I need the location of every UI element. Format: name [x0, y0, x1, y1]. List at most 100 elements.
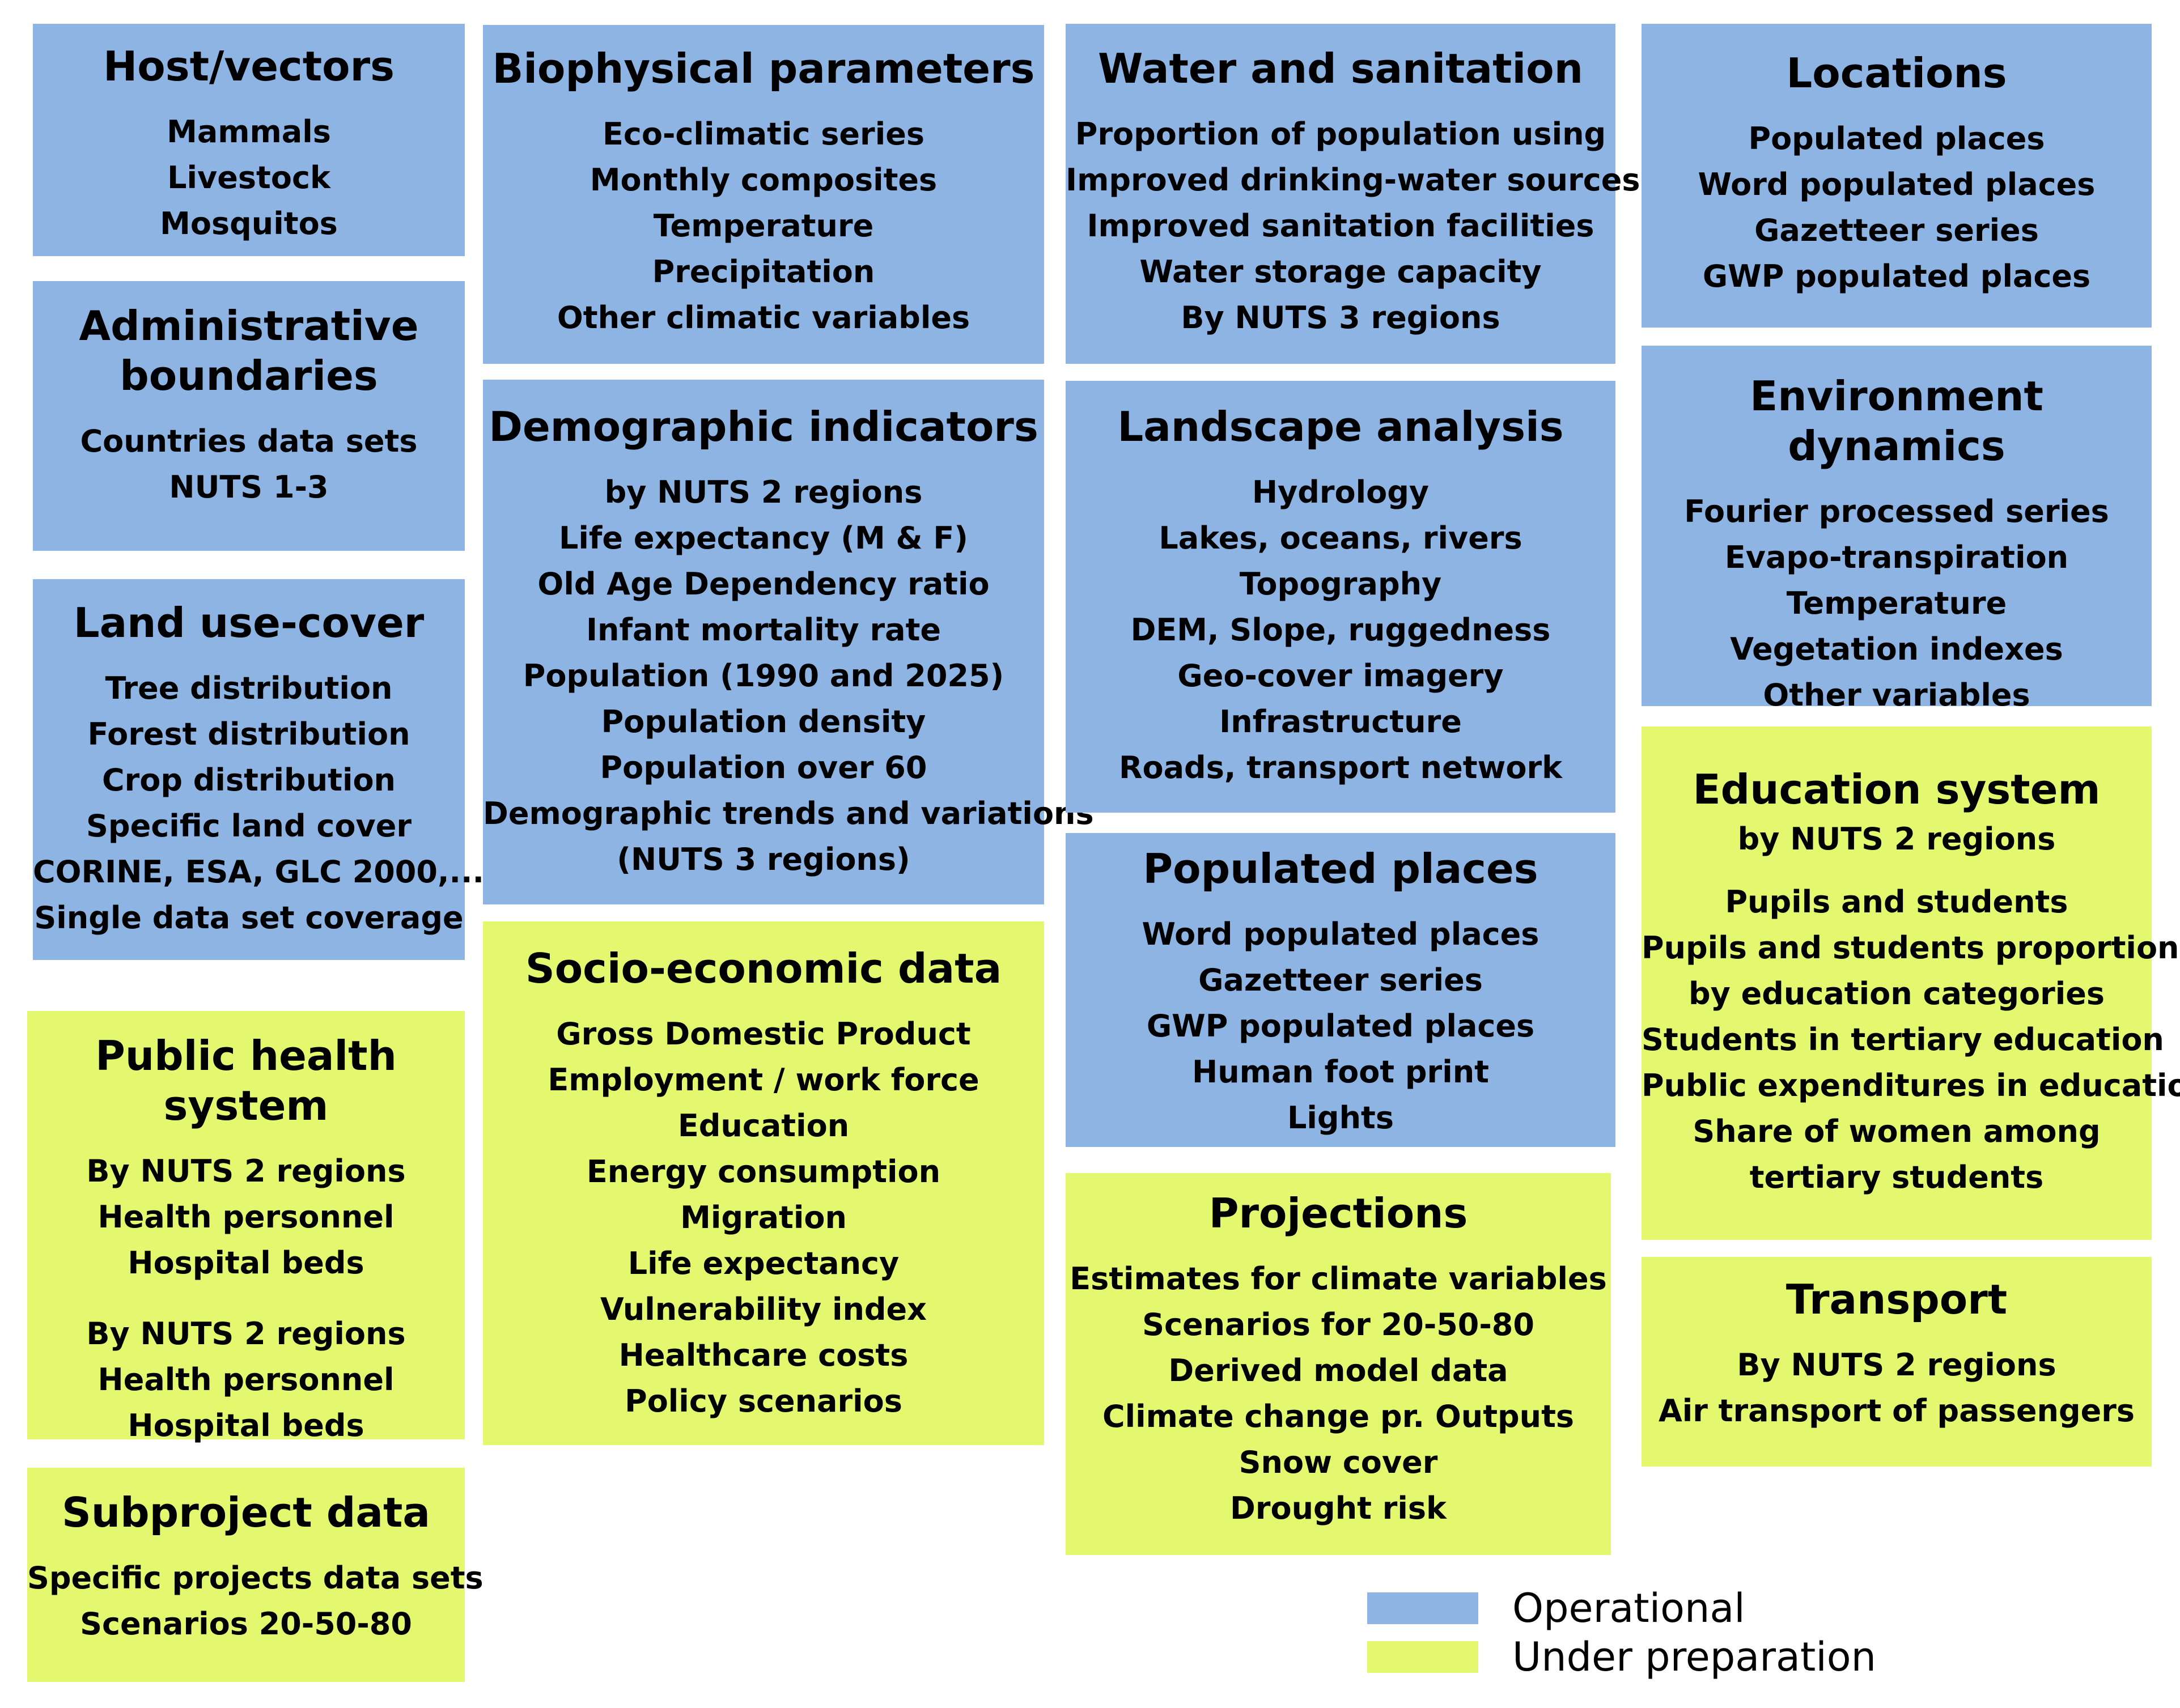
box-socio-economic-data: Socio-economic data Gross Domestic Produ… [483, 921, 1044, 1445]
item-list: By NUTS 2 regions Air transport of passe… [1642, 1342, 2152, 1434]
list-item: By NUTS 2 regions [1737, 1346, 2056, 1383]
box-public-health-system: Public health system By NUTS 2 regions H… [27, 1011, 465, 1443]
list-item: GWP populated places [1702, 258, 2091, 294]
list-item: Countries data sets [80, 423, 418, 459]
item-list: Hydrology Lakes, oceans, rivers Topograp… [1066, 469, 1615, 791]
box-subproject-data: Subproject data Specific projects data s… [27, 1468, 483, 1682]
box-transport: Transport By NUTS 2 regions Air transpor… [1642, 1257, 2152, 1467]
box-title: Demographic indicators [489, 403, 1038, 451]
list-item: Climate change pr. Outputs [1102, 1398, 1575, 1434]
item-list: Countries data sets NUTS 1-3 [33, 418, 465, 510]
list-item: Precipitation [652, 253, 875, 290]
list-item: NUTS 1-3 [169, 469, 329, 505]
box-title: Biophysical parameters [492, 45, 1035, 92]
list-item: Human foot print [1192, 1053, 1489, 1090]
list-item: Public expenditures in education [1642, 1067, 2180, 1103]
list-item: Temperature [653, 207, 874, 244]
list-item: Eco-climatic series [603, 116, 924, 152]
item-list: by NUTS 2 regions Life expectancy (M & F… [483, 469, 1094, 882]
box-title: Education system [1693, 766, 2101, 813]
item-list: By NUTS 2 regions Health personnel Hospi… [27, 1148, 465, 1286]
list-item: Word populated places [1142, 916, 1539, 952]
list-item: Topography [1239, 566, 1442, 602]
legend-label: Under preparation [1512, 1634, 1876, 1680]
list-item: Tree distribution [105, 670, 393, 706]
list-item: DEM, Slope, ruggedness [1130, 611, 1551, 648]
list-item: Livestock [167, 159, 330, 196]
legend-item-under-preparation: Under preparation [1367, 1632, 1877, 1683]
list-item: Population density [601, 703, 926, 740]
list-item: Health personnel [97, 1361, 395, 1397]
list-item: Temperature [1786, 585, 2007, 621]
list-item: Evapo-transpiration [1724, 539, 2069, 575]
list-item: by education categories [1688, 975, 2105, 1012]
list-item: Snow cover [1239, 1444, 1438, 1480]
list-item: Healthcare costs [618, 1337, 909, 1373]
box-biophysical-parameters: Biophysical parameters Eco-climatic seri… [483, 25, 1044, 364]
list-item: Life expectancy (M & F) [559, 520, 968, 556]
item-list: Eco-climatic series Monthly composites T… [483, 111, 1044, 341]
list-item: tertiary students [1749, 1159, 2044, 1195]
list-item: Improved drinking-water sources [1066, 162, 1640, 198]
list-item: Roads, transport network [1118, 749, 1563, 785]
box-landscape-analysis: Landscape analysis Hydrology Lakes, ocea… [1066, 381, 1615, 813]
box-land-use-cover: Land use-cover Tree distribution Forest … [33, 579, 484, 960]
list-item: By NUTS 2 regions [86, 1153, 406, 1189]
item-list: Estimates for climate variables Scenario… [1066, 1256, 1611, 1531]
list-item: Share of women among [1693, 1113, 2101, 1149]
list-item: By NUTS 3 regions [1181, 299, 1500, 335]
list-item: Pupils and students [1725, 883, 2068, 920]
list-item: Improved sanitation facilities [1087, 207, 1594, 244]
list-item: Mosquitos [160, 205, 338, 241]
box-title: Public health system [95, 1032, 397, 1129]
list-item: Word populated places [1698, 166, 2096, 202]
list-item: Specific projects data sets [27, 1560, 483, 1596]
box-title: Transport [1785, 1276, 2008, 1323]
list-item: Population over 60 [600, 749, 927, 785]
list-item: Health personnel [97, 1199, 395, 1235]
box-title: Locations [1786, 49, 2007, 97]
legend-swatch-under-preparation [1367, 1641, 1478, 1673]
box-title: Populated places [1143, 845, 1538, 893]
list-item: Specific land cover [86, 808, 412, 844]
list-item: Other climatic variables [557, 299, 970, 335]
box-environment-dynamics: Environment dynamics Fourier processed s… [1642, 346, 2152, 713]
box-water-and-sanitation: Water and sanitation Proportion of popul… [1066, 24, 1640, 364]
list-item: Infant mortality rate [586, 611, 941, 648]
list-item: Derived model data [1168, 1352, 1508, 1388]
box-administrative-boundaries: Administrative boundaries Countries data… [33, 281, 465, 551]
list-item: Proportion of population using [1075, 116, 1606, 152]
list-item: Fourier processed series [1684, 493, 2109, 529]
box-host-vectors: Host/vectors Mammals Livestock Mosquitos [33, 24, 465, 256]
title-line: boundaries [120, 351, 378, 400]
list-item: CORINE, ESA, GLC 2000,... [33, 853, 484, 890]
list-item: Demographic trends and variations [483, 795, 1094, 831]
item-list: Gross Domestic Product Employment / work… [483, 1011, 1044, 1424]
list-item: Energy consumption [586, 1153, 941, 1189]
item-list: Word populated places Gazetteer series G… [1066, 911, 1615, 1141]
list-item: Hydrology [1252, 474, 1430, 510]
box-title: Socio-economic data [525, 945, 1002, 992]
box-title: Administrative boundaries [33, 301, 465, 401]
legend-label: Operational [1512, 1585, 1745, 1631]
list-item: Students in tertiary education [1642, 1021, 2164, 1057]
legend-swatch-operational [1367, 1592, 1478, 1624]
list-item: Populated places [1748, 120, 2045, 156]
item-list: Specific projects data sets Scenarios 20… [27, 1555, 483, 1647]
box-title: Environment dynamics [1750, 372, 2043, 470]
box-title: Water and sanitation [1098, 45, 1583, 92]
list-item: GWP populated places [1146, 1008, 1535, 1044]
list-item: Drought risk [1230, 1490, 1447, 1526]
box-locations: Locations Populated places Word populate… [1642, 24, 2152, 328]
list-item: Gazetteer series [1198, 962, 1483, 998]
list-item: Air transport of passengers [1658, 1392, 2135, 1429]
box-title: Projections [1208, 1189, 1468, 1237]
list-item: By NUTS 2 regions [86, 1315, 406, 1352]
list-item: Crop distribution [101, 762, 396, 798]
box-education-system: Education system by NUTS 2 regions Pupil… [1642, 726, 2180, 1240]
list-item: Pupils and students proportions [1642, 929, 2180, 966]
list-item: Gross Domestic Product [556, 1016, 971, 1052]
item-list: Tree distribution Forest distribution Cr… [33, 665, 484, 941]
list-item: Population (1990 and 2025) [523, 657, 1004, 694]
